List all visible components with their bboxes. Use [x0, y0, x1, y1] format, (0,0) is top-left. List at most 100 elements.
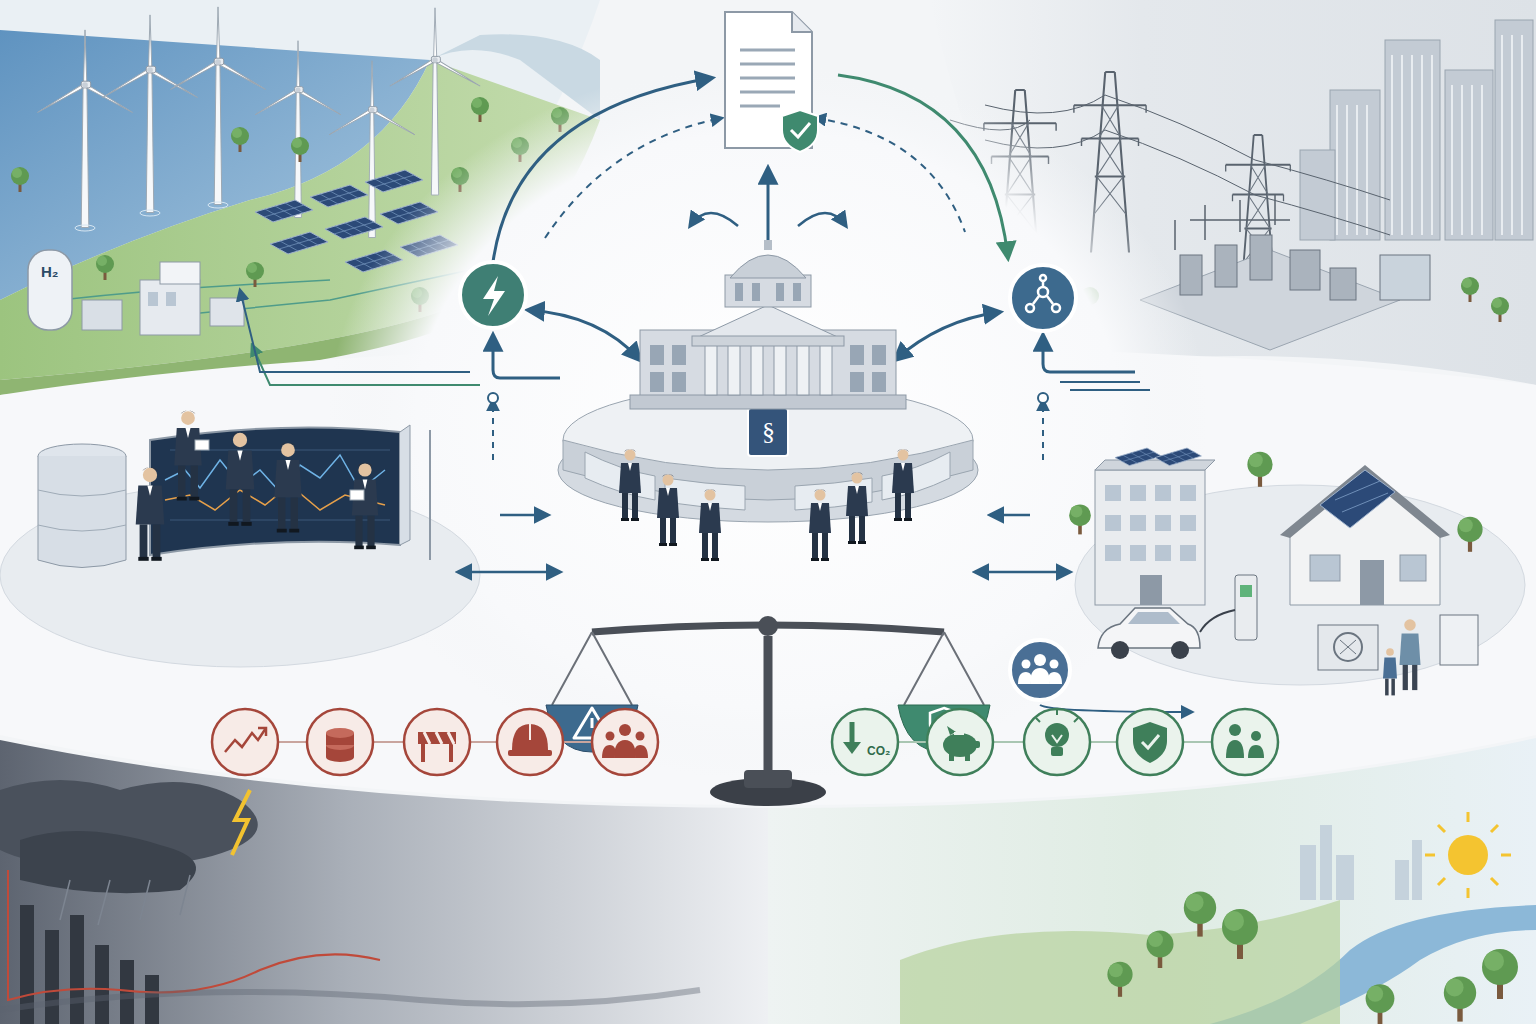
regulator-building — [705, 345, 832, 395]
sunny-scene — [1107, 962, 1132, 997]
renewable-landscape — [291, 137, 309, 162]
household-scene — [1457, 517, 1482, 552]
household-scene — [1391, 679, 1395, 696]
household-scene — [1404, 619, 1416, 631]
renewable-landscape — [310, 185, 368, 207]
network-icon — [1033, 281, 1053, 304]
risk-icons — [614, 740, 636, 758]
renewable-landscape — [231, 127, 249, 152]
regulator-building — [892, 449, 914, 521]
risk-icons — [508, 750, 552, 756]
household-scene — [1385, 679, 1389, 696]
renewable-landscape — [96, 255, 114, 280]
risk-icons — [326, 724, 648, 762]
sunny-scene — [900, 900, 1340, 1024]
renewable-landscape — [210, 298, 244, 326]
household-scene — [1440, 615, 1478, 665]
household-scene — [1180, 515, 1196, 531]
risk-icons — [602, 745, 616, 758]
sunny-scene — [1300, 825, 1422, 900]
regulator-building — [872, 372, 886, 392]
risk-icons — [404, 709, 470, 775]
household-scene — [1130, 485, 1146, 501]
storm-scene — [232, 790, 250, 855]
benefit-icons — [927, 709, 993, 775]
flow-arrows — [493, 335, 560, 378]
benefit-icons — [974, 741, 980, 748]
balance-scale — [546, 616, 990, 806]
grid-city-scene — [1300, 150, 1335, 240]
regulator-building — [692, 305, 844, 340]
flow-arrows — [528, 310, 640, 360]
household-scene — [1105, 485, 1121, 501]
regulator-building — [730, 255, 806, 278]
market-room — [38, 456, 126, 568]
regulator-building — [820, 345, 832, 395]
regulator-building — [705, 345, 717, 395]
storm-scene — [145, 975, 159, 1024]
center-glow — [328, 60, 1208, 780]
sunny-scene — [1222, 909, 1258, 959]
sunny-scene — [1336, 855, 1354, 900]
regulator-building — [850, 372, 864, 392]
risk-icons — [636, 732, 645, 741]
benefit-icons — [943, 733, 977, 757]
renewable-landscape — [325, 217, 383, 239]
household-scene — [1383, 658, 1397, 679]
household-scene — [1098, 608, 1200, 648]
flow-arrows — [492, 400, 494, 460]
household-scene — [1320, 470, 1395, 528]
regulator-building — [725, 275, 811, 307]
renewable-landscape — [208, 202, 228, 208]
flow-arrows — [1038, 393, 1048, 403]
grid-city-scene — [1337, 105, 1367, 235]
flow-arrows — [240, 290, 470, 372]
benefit-icons — [1133, 722, 1167, 763]
regulator-building — [846, 472, 868, 544]
grid-city-scene — [1392, 55, 1432, 235]
market-room — [352, 463, 378, 549]
energy-icon — [460, 262, 526, 328]
flow-arrows — [1043, 335, 1135, 372]
benefit-icons — [1052, 735, 1062, 742]
benefit-icons — [832, 709, 1278, 775]
grid-city-scene — [1215, 245, 1237, 287]
market-room — [38, 490, 126, 531]
flow-arrows — [500, 514, 548, 517]
renewable-landscape — [365, 170, 423, 192]
benefit-icons — [949, 753, 954, 761]
grid-city-scene — [1461, 277, 1479, 302]
network-icon — [1040, 275, 1046, 281]
market-room — [274, 443, 302, 533]
regulator-building — [751, 345, 763, 395]
household-scene — [1335, 481, 1388, 512]
sunny-scene — [1184, 892, 1216, 937]
benefit-icons — [943, 722, 1264, 763]
household-scene — [1069, 504, 1091, 534]
network-icon — [1010, 265, 1076, 331]
sunny-scene — [1425, 812, 1511, 898]
flow-arrows — [690, 213, 738, 226]
regulator-building — [728, 345, 740, 395]
household-scene — [1111, 641, 1129, 659]
regulator-building — [735, 283, 801, 301]
sunny-scene — [1366, 984, 1395, 1024]
community-icon — [1022, 660, 1031, 669]
risk-icons — [326, 728, 354, 738]
risk-icons — [421, 744, 425, 762]
risk-icons — [619, 724, 631, 736]
risk-icons — [592, 709, 658, 775]
renewable-landscape — [75, 225, 95, 231]
regulator-building — [793, 283, 801, 301]
storm-scene — [95, 945, 109, 1024]
benefit-icons — [965, 753, 970, 761]
household-scene — [1105, 485, 1196, 605]
risk-icons — [512, 724, 548, 750]
household-scene — [1235, 575, 1257, 640]
household-scene — [1180, 545, 1196, 561]
storm-scene — [45, 930, 59, 1024]
risk-icons — [449, 744, 453, 762]
household-scene — [1318, 625, 1378, 670]
